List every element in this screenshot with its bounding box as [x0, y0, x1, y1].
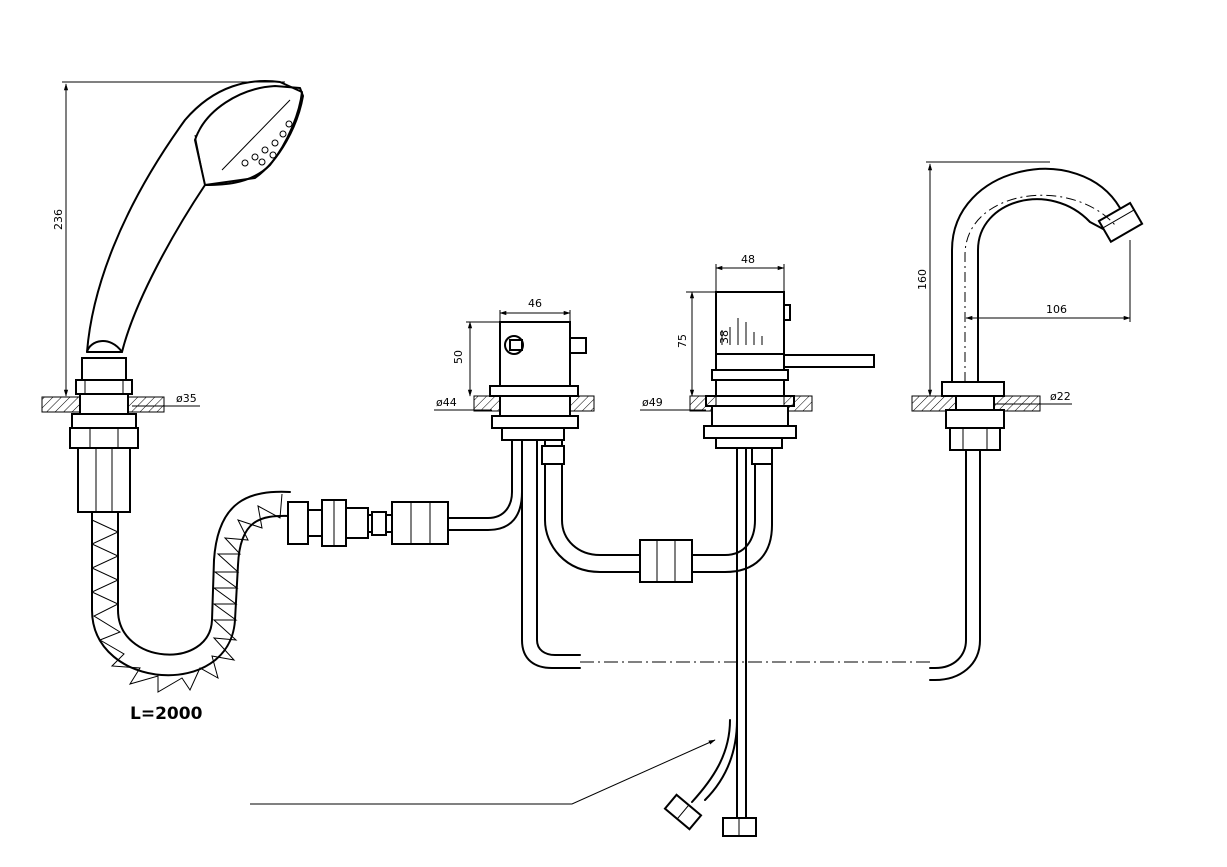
dim-160: 160: [916, 269, 929, 290]
leader-line: [250, 739, 716, 805]
dim-46: 46: [528, 297, 542, 310]
dim-50: 50: [452, 350, 465, 364]
dim-38: 38: [718, 330, 731, 344]
dim-236: 236: [52, 209, 65, 230]
bath-spout: [911, 167, 1144, 681]
connector-nut: [639, 439, 773, 583]
dim-dia-44: ø44: [436, 396, 457, 409]
shower-hose: [90, 490, 449, 693]
mixer-valve: [663, 291, 875, 837]
dim-48: 48: [741, 253, 755, 266]
dim-dia-35: ø35: [176, 392, 197, 405]
spray-holes: [241, 120, 293, 167]
dimensions: 236 ø35 46 50 ø44 48 75 38 ø49 160: [52, 81, 1131, 411]
dim-106: 106: [1046, 303, 1067, 316]
hand-shower: [41, 80, 304, 513]
dim-75: 75: [676, 334, 689, 348]
hose-length-label: L=2000: [130, 704, 203, 724]
dim-dia-22: ø22: [1050, 390, 1071, 403]
diverter-valve: [447, 321, 641, 669]
dim-dia-49: ø49: [642, 396, 663, 409]
